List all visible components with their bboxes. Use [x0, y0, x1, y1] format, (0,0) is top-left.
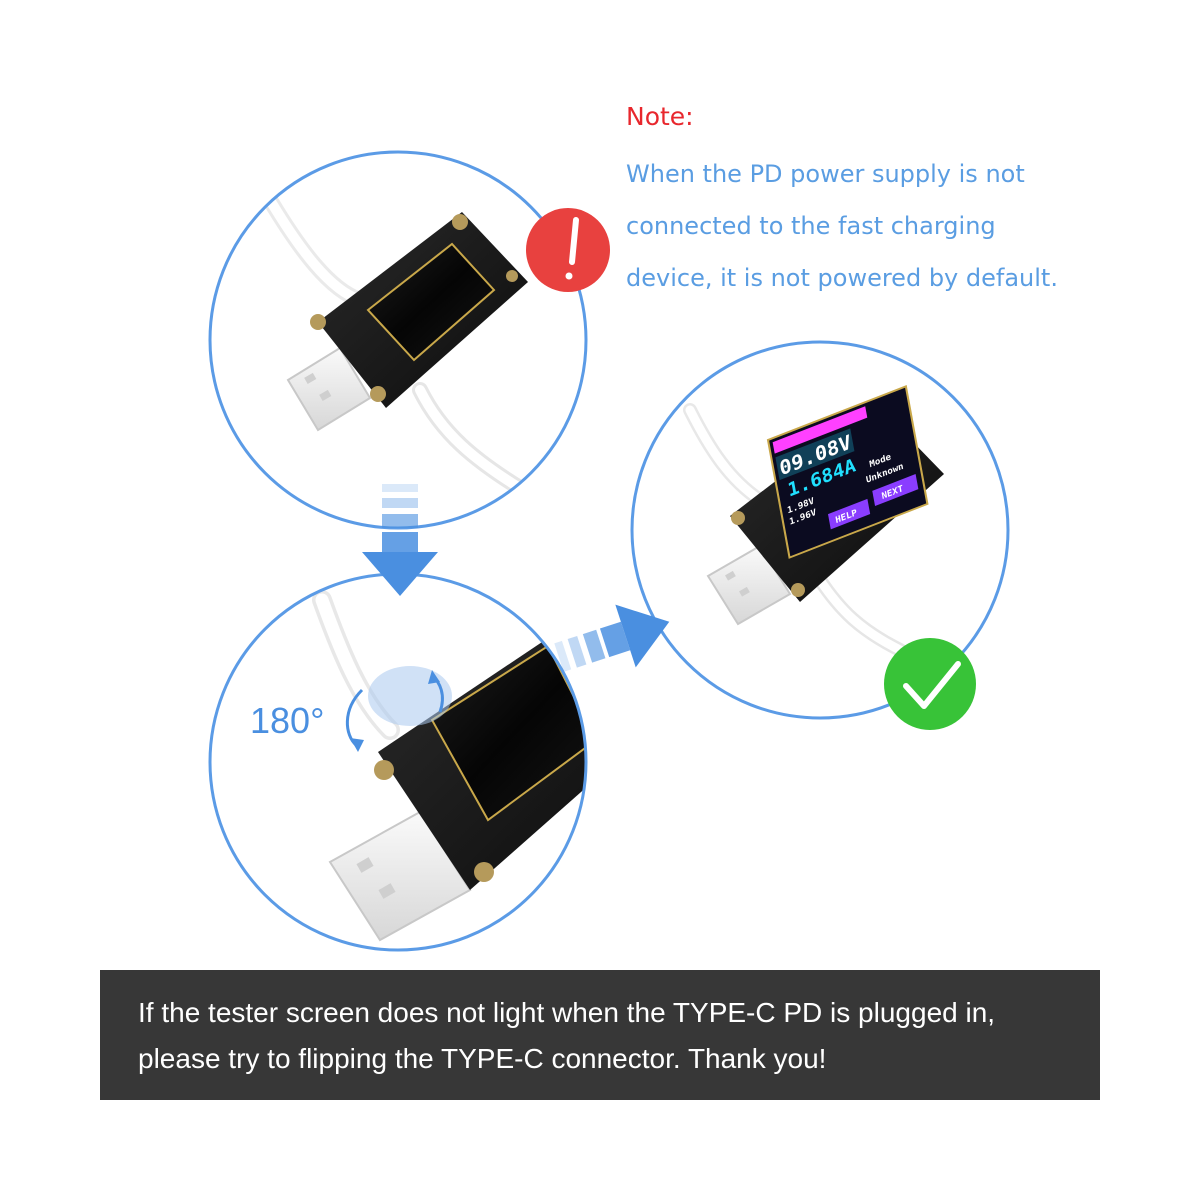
down-arrow [362, 484, 438, 596]
rotate-arrows-icon [345, 670, 444, 752]
checkmark-icon [903, 661, 961, 709]
usb-a-plug [286, 346, 372, 432]
note-line: When the PD power supply is not [626, 160, 1025, 188]
exclamation-icon [565, 217, 579, 280]
tester-display: 09.08V 1.684A 1.98V 1.96V Mode Unknown H… [766, 385, 929, 559]
usb-a-plug-right [706, 544, 792, 626]
tester-board [310, 212, 528, 408]
right-arrow [554, 604, 670, 672]
note-line: connected to the fast charging [626, 212, 996, 240]
note-line: device, it is not powered by default. [626, 264, 1058, 292]
note-block: Note: When the PD power supply is not co… [626, 98, 1146, 304]
warning-badge [526, 208, 610, 292]
banner-line: If the tester screen does not light when… [138, 997, 996, 1028]
flip-connector-panel [208, 572, 588, 952]
success-badge [884, 638, 976, 730]
right-circle-frame [630, 340, 1010, 720]
usb-a-plug-closeup [328, 810, 472, 942]
instruction-banner: If the tester screen does not light when… [100, 970, 1100, 1100]
powered-tester-panel: 09.08V 1.684A 1.98V 1.96V Mode Unknown H… [630, 340, 1010, 720]
unpowered-tester-panel [208, 150, 588, 530]
rotation-angle-label: 180° [250, 700, 325, 741]
banner-line: please try to flipping the TYPE-C connec… [138, 1043, 827, 1074]
note-title: Note: [626, 102, 694, 131]
